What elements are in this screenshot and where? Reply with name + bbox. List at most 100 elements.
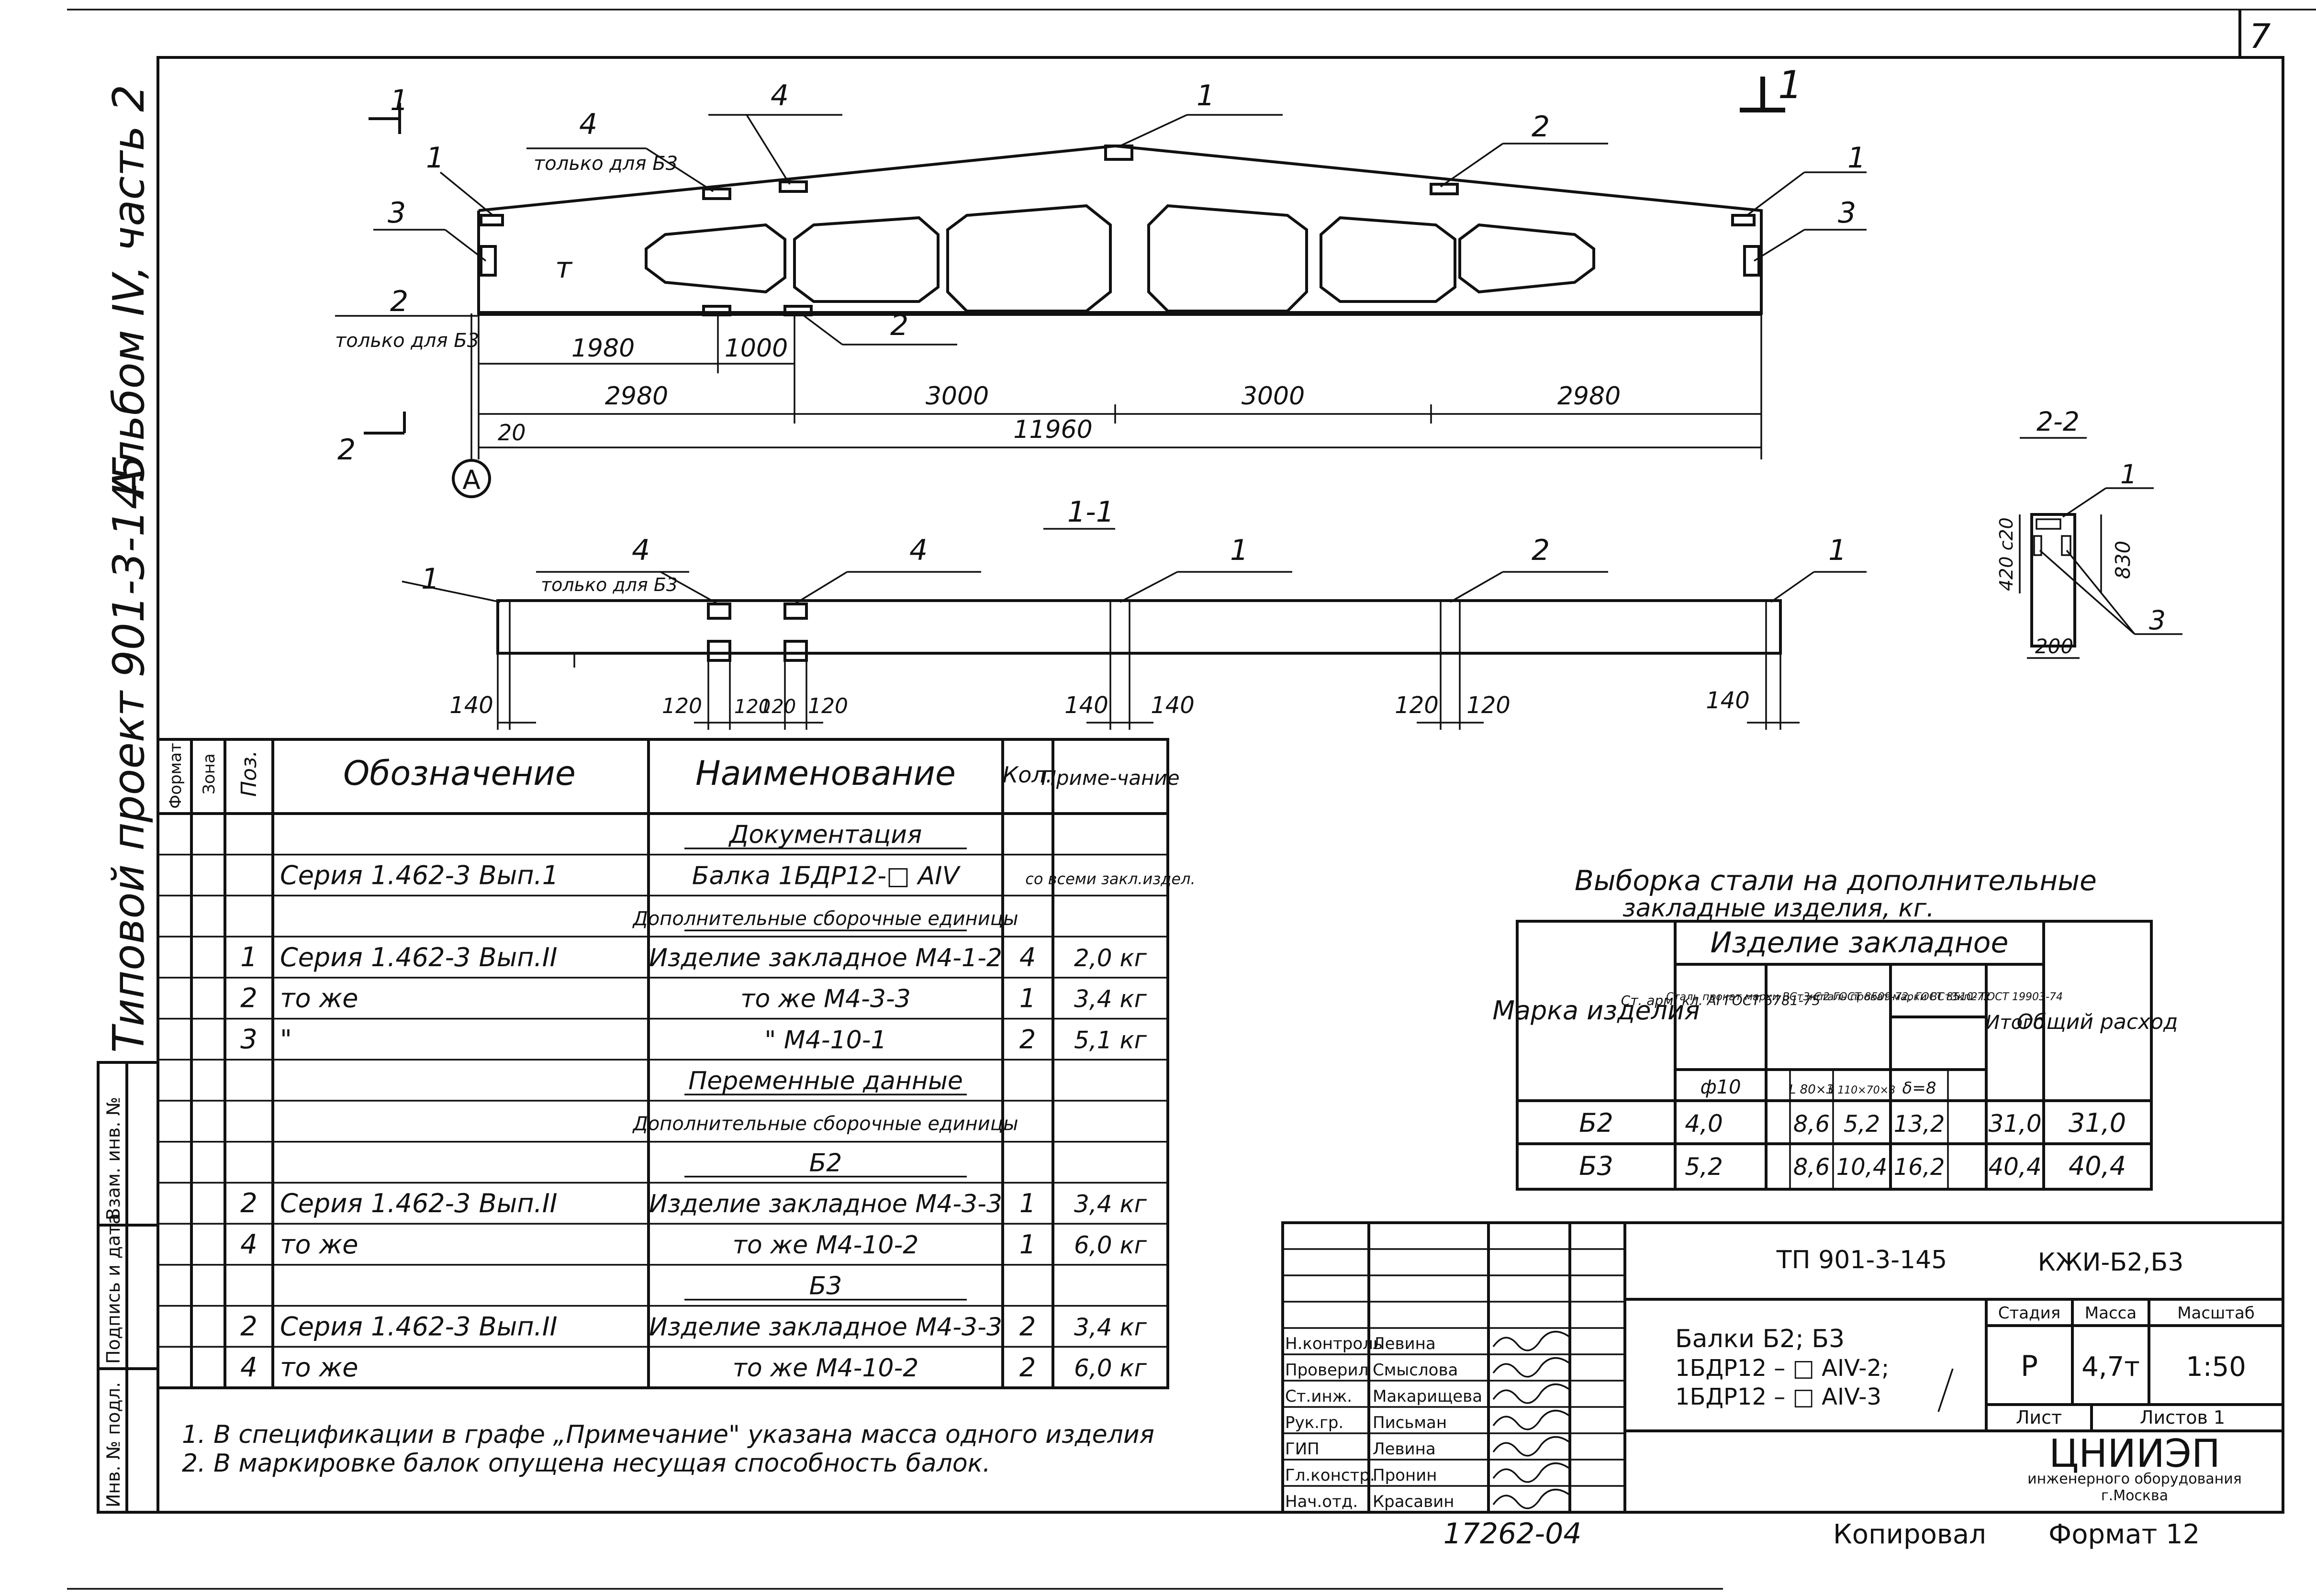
- footer: 17262-04 Копировал Формат 12: [1443, 1517, 2200, 1551]
- table-cell-note: 6,0 кг: [1074, 1231, 1147, 1259]
- callout-number: 4: [771, 79, 789, 112]
- org-line: инженерного оборудования: [2027, 1471, 2242, 1487]
- drawing-title: 1БДР12 – □ AIV-2;: [1675, 1355, 1889, 1382]
- code-right: КЖИ-Б2,Б3: [2038, 1248, 2184, 1277]
- callout-number: 3: [388, 196, 406, 230]
- table-cell-name: Дополнительные сборочные единицы: [632, 1113, 1018, 1135]
- callout-number: 1: [1197, 79, 1215, 112]
- table-cell-designation: то же: [280, 983, 358, 1014]
- beam-elevation: т 1 1 2 A 1 3 4 только для Б3 4 1 2: [335, 63, 1867, 498]
- stage-value: Р: [2021, 1350, 2038, 1383]
- section-mark: 2: [337, 433, 356, 467]
- stage-label: Стадия: [1998, 1304, 2060, 1323]
- dimension-label: 20: [498, 420, 526, 446]
- table-cell-qty: 1: [1019, 1188, 1036, 1218]
- callout-number: 2: [390, 285, 408, 318]
- dimension-label: 200: [2035, 635, 2073, 658]
- mark-letter: т: [555, 251, 573, 285]
- table-cell-name: Изделие закладное М4-3-3: [649, 1190, 1002, 1218]
- steel-cell-total: 31,0: [2069, 1108, 2126, 1138]
- notes: 1. В спецификации в графе „Примечание" у…: [182, 1420, 1154, 1478]
- table-cell-name: Изделие закладное М4-1-2: [649, 944, 1002, 972]
- dimension-label: 120: [808, 694, 848, 718]
- drawing-title: Балки Б2; Б3: [1675, 1325, 1845, 1353]
- table-row: Дополнительные сборочные единицы: [632, 1113, 1018, 1135]
- header-name: Наименование: [695, 754, 956, 793]
- callout-number: 1: [1847, 141, 1866, 175]
- signature-mark: [1492, 1409, 1571, 1430]
- scale-value: 1:50: [2186, 1351, 2246, 1383]
- table-cell-name: Балка 1БДР12-□ AIV: [692, 861, 961, 890]
- sheet-number: 7: [2249, 17, 2271, 56]
- steel-cell-mark: Б3: [1579, 1151, 1613, 1181]
- steel-header-group: Изделие закладное: [1711, 926, 2009, 960]
- role-label: Рук.гр.: [1285, 1413, 1343, 1432]
- signature-row: Ст.инж.Макарищева: [1285, 1383, 1571, 1406]
- sheet-frame: [67, 9, 2316, 1590]
- dimension-label: 11960: [1013, 415, 1092, 444]
- table-cell-note: 3,4 кг: [1074, 1190, 1147, 1218]
- dimension-label: 3000: [926, 382, 989, 411]
- steel-cell-itogo: 40,4: [1988, 1153, 2041, 1181]
- table-row: Документация: [684, 821, 967, 849]
- callout-number: 2: [1532, 110, 1550, 144]
- callout-number: 3: [2149, 605, 2166, 636]
- steel-col-arm: Ст. арм. кл. AI ГОСТ 5781-75: [1621, 993, 1821, 1008]
- dimension-label: 140: [1706, 687, 1750, 714]
- title-block: ТП 901-3-145 КЖИ-Б2,Б3 Балки Б2; Б3 1БДР…: [1281, 1221, 2284, 1514]
- callout-number: 1: [426, 141, 444, 175]
- section-mark: 1: [390, 84, 408, 117]
- code-left: ТП 901-3-145: [1776, 1246, 1947, 1274]
- callout-number: 1: [421, 562, 439, 596]
- steel-col-prokat2: Сталь прокат марки ВСт3кп2 ГОСТ 19903-74: [1814, 991, 2063, 1003]
- person-name: Письман: [1373, 1413, 1447, 1432]
- callout-number: 4: [579, 108, 597, 141]
- steel-cell-itogo: 31,0: [1988, 1110, 2041, 1138]
- side-margin: Альбом IV, часть 2 Типовой проект 901-3-…: [97, 85, 159, 1514]
- table-cell-name: то же М4-3-3: [740, 985, 911, 1014]
- steel-title: Выборка стали на дополнительные: [1575, 864, 2097, 897]
- steel-cell-p2: 16,2: [1894, 1154, 1945, 1181]
- table-cell-pos: 2: [240, 1188, 257, 1219]
- inv-box-label: Инв. № подл.: [103, 1382, 124, 1507]
- steel-header-mark: Марка изделия: [1492, 995, 1700, 1026]
- section-title: 1-1: [1067, 495, 1114, 529]
- scale-label: Масштаб: [2177, 1304, 2255, 1323]
- table-cell-qty: 1: [1019, 1229, 1036, 1260]
- person-name: Макарищева: [1373, 1387, 1482, 1406]
- section-mark: 1: [1778, 63, 1802, 107]
- header-designation: Обозначение: [343, 754, 576, 793]
- steel-col-prokat1: Сталь прокат марки ВСт3кп2 ГОСТ 8509-72,…: [1666, 991, 1990, 1003]
- table-cell-note: со всеми закл.издел.: [1025, 870, 1195, 888]
- header-pos: Поз.: [237, 750, 261, 797]
- header-note: Приме-чание: [1041, 766, 1179, 790]
- mass-value: 4,7т: [2081, 1351, 2140, 1383]
- signature-row: Гл.констр.Пронин: [1285, 1462, 1571, 1485]
- steel-title: закладные изделия, кг.: [1622, 894, 1935, 923]
- copied-by: Копировал: [1833, 1519, 1986, 1550]
- dimension-label: 830: [2111, 541, 2135, 579]
- table-cell-designation: Серия 1.462-3 Вып.1: [280, 860, 559, 890]
- callout-number: 4: [909, 534, 928, 567]
- steel-cell-p1a: 8,6: [1793, 1154, 1830, 1181]
- table-cell-designation: Серия 1.462-3 Вып.II: [280, 1311, 558, 1341]
- dimension-label: 120: [760, 696, 796, 718]
- table-cell-note: 2,0 кг: [1074, 944, 1147, 972]
- table-cell-qty: 2: [1019, 1352, 1036, 1383]
- table-cell-qty: 2: [1019, 1311, 1036, 1341]
- steel-header-itogo: Итого: [1985, 1012, 2044, 1034]
- callout-number: 1: [1230, 534, 1248, 567]
- table-cell-designation: Серия 1.462-3 Вып.II: [280, 942, 558, 972]
- inv-box-label: Взам. инв. №: [103, 1097, 124, 1220]
- table-cell-pos: 2: [240, 983, 257, 1014]
- person-name: Красавин: [1373, 1492, 1454, 1511]
- section-2-2: 2-2 1 3 420 с20 830 200: [1996, 406, 2182, 659]
